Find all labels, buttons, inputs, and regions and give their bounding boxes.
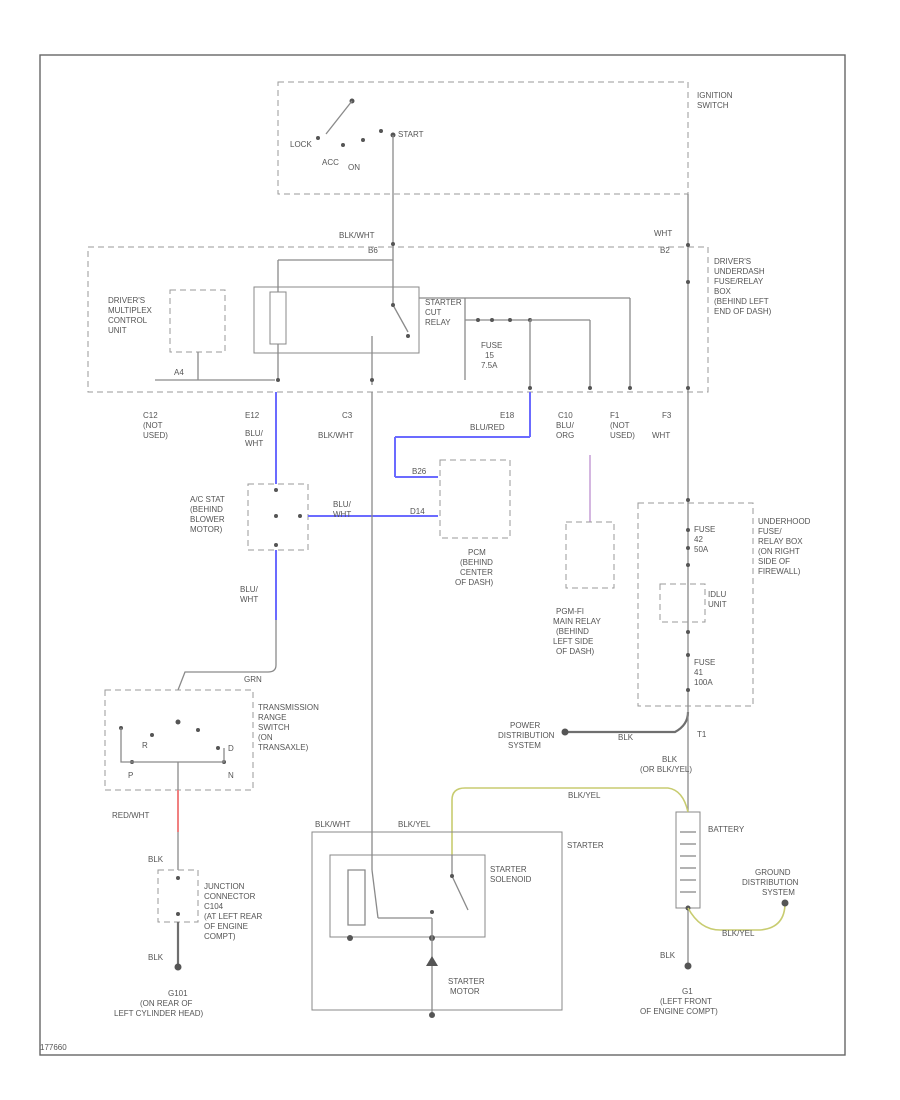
sw-lock-label: LOCK <box>290 140 312 149</box>
blu-wht-lower-label: BLU/WHT <box>240 585 259 604</box>
blkyel-gnd-label: BLK/YEL <box>722 929 755 938</box>
wire-blkyel-starter <box>451 787 689 855</box>
term-a4-label: A4 <box>174 368 184 377</box>
trans-pos-p: P <box>128 771 133 780</box>
blk-d-label: BLK <box>660 951 676 960</box>
blk-b-label: BLK <box>148 953 164 962</box>
sw-start-label: START <box>398 130 424 139</box>
relay-coil <box>269 291 287 345</box>
drivers-fuse-box <box>87 246 709 393</box>
blkyel-starter-label: BLK/YEL <box>398 820 431 829</box>
trans-switch-symbol <box>119 719 226 790</box>
battery-label: BATTERY <box>708 825 745 834</box>
term-b6-label: B6 <box>368 246 378 255</box>
trans-pos-d: D <box>228 744 234 753</box>
blkwht-starter-label: BLK/WHT <box>315 820 351 829</box>
starter-solenoid-box <box>329 854 486 938</box>
pgm-relay-box <box>565 521 615 589</box>
wire-blkyel-ground <box>687 902 786 931</box>
blkwht-top-label: BLK/WHT <box>339 231 375 240</box>
solenoid-coil <box>347 855 373 926</box>
reference-code: 177660 <box>40 1043 67 1052</box>
pcm-pin-d14: D14 <box>410 507 425 516</box>
trans-pos-r: R <box>142 741 148 750</box>
starter-box <box>311 831 563 1011</box>
ignition-switch-box <box>277 81 689 195</box>
sw-on-label: ON <box>348 163 360 172</box>
idlu-unit-box <box>659 583 706 623</box>
battery-cells <box>680 831 696 893</box>
blk-a-label: BLK <box>148 855 164 864</box>
pcm-pin-b26: B26 <box>412 467 427 476</box>
multiplex-unit-box <box>169 289 226 353</box>
trans-pos-n: N <box>228 771 234 780</box>
term-b2-label: B2 <box>660 246 670 255</box>
outer-frame <box>39 54 846 1056</box>
underhood-fuse-box <box>637 502 754 707</box>
starter-motor-symbol <box>426 956 438 966</box>
wht-top-label: WHT <box>654 229 672 238</box>
blkyel-top-label: BLK/YEL <box>568 791 601 800</box>
wire-blk-power <box>565 711 690 734</box>
sw-acc-label: ACC <box>322 158 339 167</box>
blk-c-label: BLK <box>618 733 634 742</box>
starter-cut-relay-box <box>253 286 420 354</box>
grn-label: GRN <box>244 675 262 684</box>
blk-or-blkyel-label: BLK(OR BLK/YEL) <box>640 755 692 774</box>
battery-symbol <box>675 811 701 909</box>
t1-label: T1 <box>697 730 707 739</box>
blu-wht-mid-label: BLU/WHT <box>333 500 352 519</box>
starter-label: STARTER <box>567 841 604 850</box>
redwht-label: RED/WHT <box>112 811 149 820</box>
pcm-box <box>439 459 511 539</box>
wire-grn <box>177 620 277 691</box>
ignition-switch-symbol <box>316 98 396 147</box>
